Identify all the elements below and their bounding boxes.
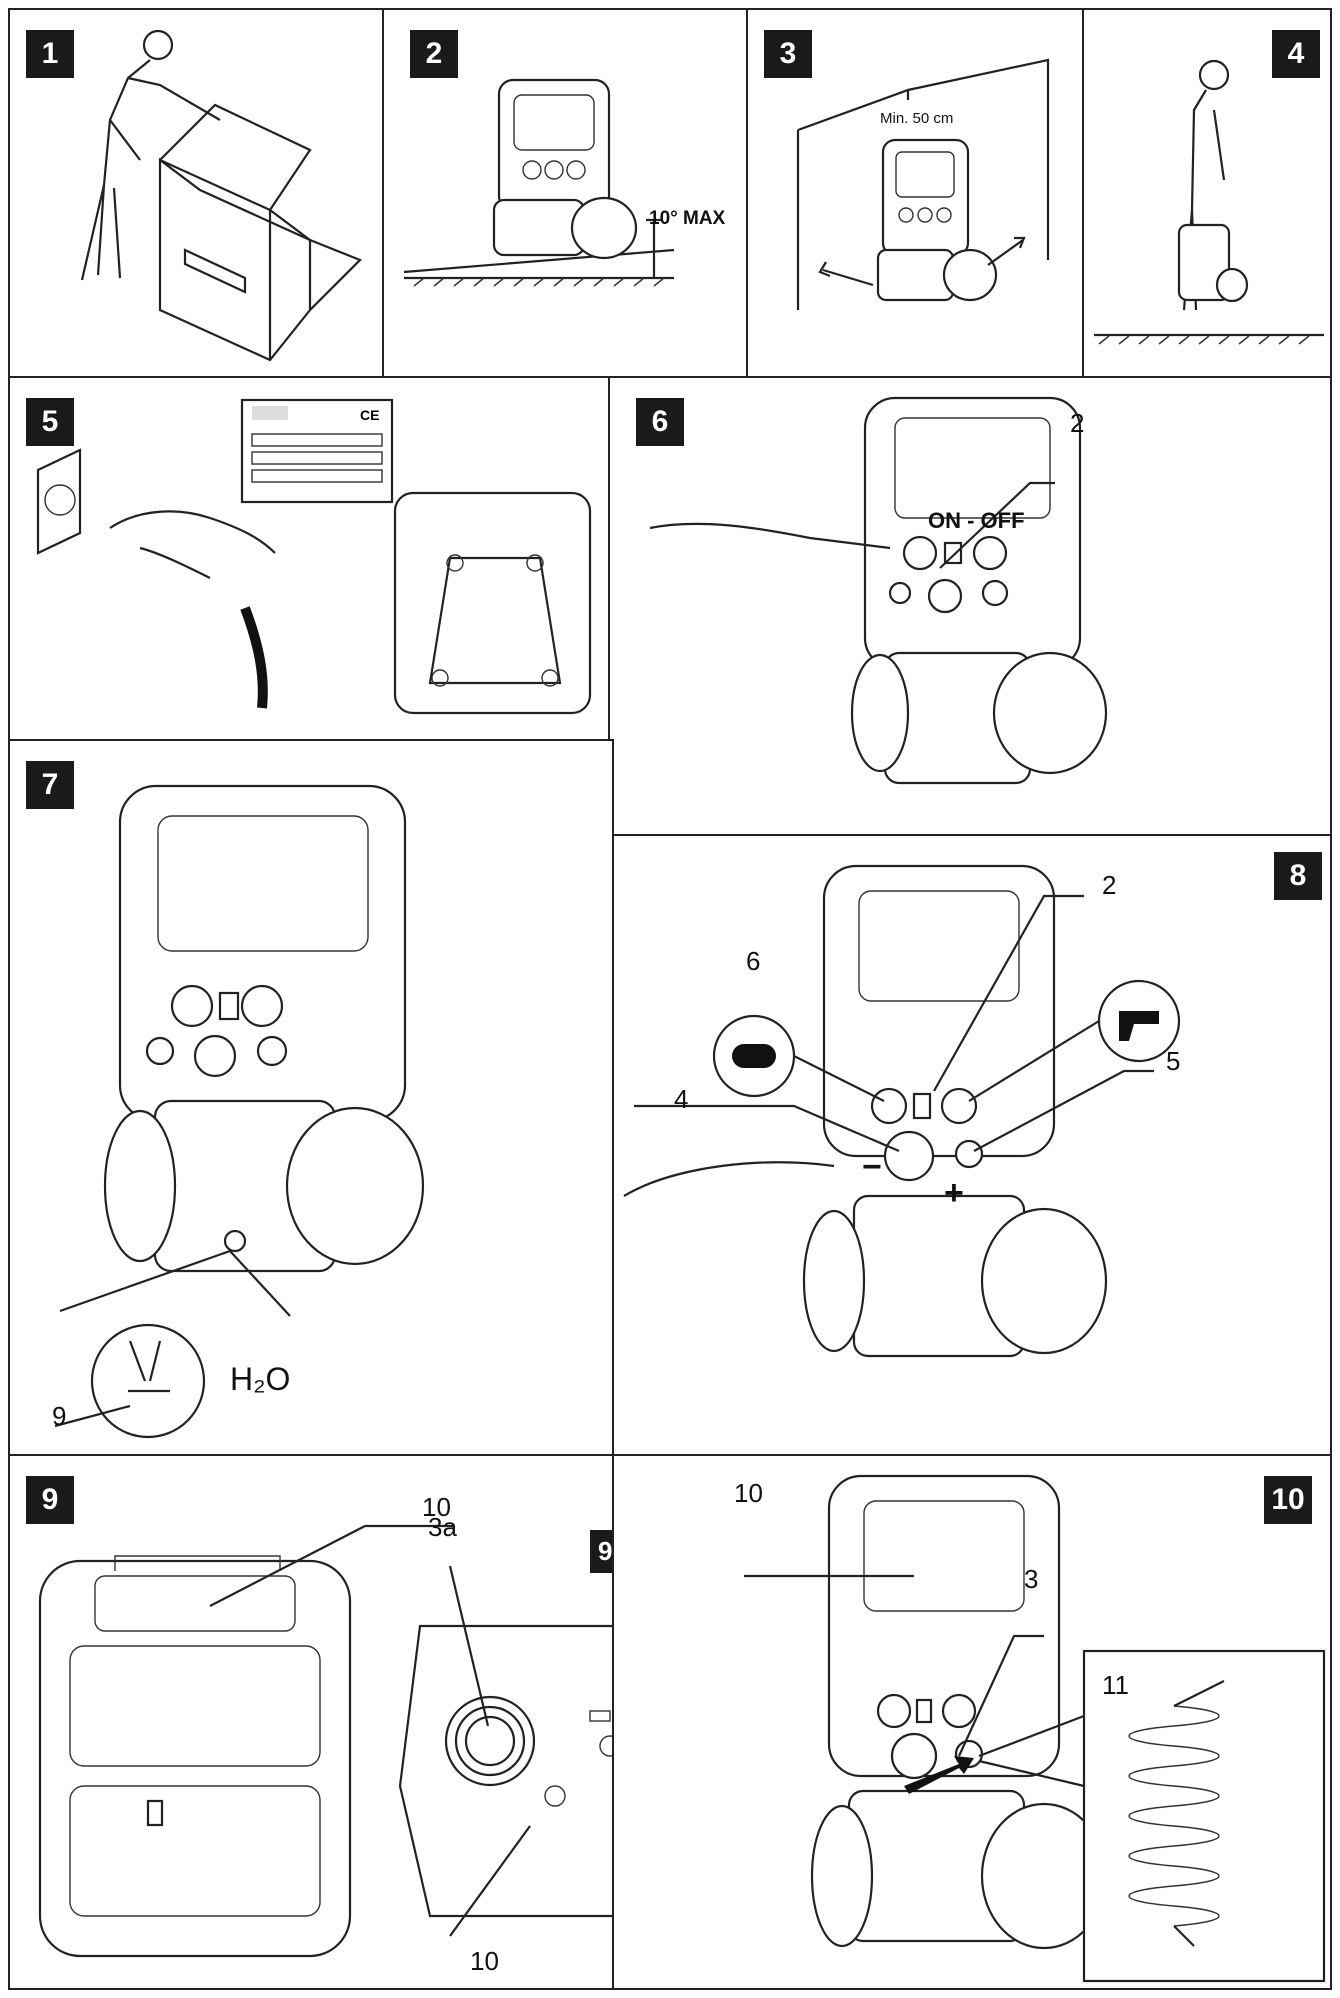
increase-symbol: + (944, 1174, 964, 1212)
callout-10: 10 (470, 1946, 499, 1976)
panel-badge-9a: 9a (590, 1530, 612, 1573)
callout-9: 9 (52, 1401, 67, 1431)
panel-3: 3 Min. 50 cm (746, 8, 1084, 378)
callout-11: 11 (1102, 1670, 1129, 1700)
compressor-drain-valve-illustration (54, 784, 425, 1439)
callout-5: 5 (1166, 1046, 1181, 1076)
clearance-label: Min. 50 cm (880, 110, 954, 127)
panel-2: 2 10° MAX (382, 8, 748, 378)
compressor-hose-storage-illustration (398, 1565, 612, 1937)
power-plug-and-rating-plate-illustration: CE (36, 398, 592, 715)
panel-6: 6 ON - OFF 2 (608, 376, 1332, 836)
panel-10: 10 10 3 11 (612, 1454, 1332, 1990)
callout-6: 6 (746, 946, 761, 976)
callout-3a: 3a (428, 1512, 457, 1542)
callout-2: 2 (1070, 408, 1085, 438)
callout-10: 10 (422, 1492, 451, 1522)
compressor-rear-cover-illustration (38, 1524, 455, 1958)
callout-2: 2 (1102, 870, 1117, 900)
compressor-pressure-regulator-illustration (623, 864, 1181, 1358)
panel-badge: 4 (1272, 30, 1320, 78)
panel-5: 5 CE (8, 376, 610, 741)
panel-1: 1 (8, 8, 384, 378)
panel-9: 9 10 9a 3a 10 (8, 1454, 614, 1990)
panel-7: 7 9 H₂O (8, 739, 614, 1456)
person-unboxing-illustration (80, 29, 362, 362)
panel-badge: 6 (636, 398, 684, 446)
compressor-wall-clearance-illustration (796, 58, 1050, 310)
panel-badge: 10 (1264, 1476, 1312, 1524)
panel-8: 8 2 6 5 4 − + (612, 834, 1332, 1456)
panel-badge: 5 (26, 398, 74, 446)
person-carrying-compressor-illustration (1094, 59, 1324, 345)
panel-badge: 2 (410, 30, 458, 78)
callout-4: 4 (674, 1084, 689, 1114)
panel-badge: 8 (1274, 852, 1322, 900)
compressor-on-slope-illustration (403, 78, 675, 287)
compressor-air-hose-connection-illustration (744, 1474, 1326, 1983)
panel-badge: 9 (26, 1476, 74, 1524)
panel-badge: 1 (26, 30, 74, 78)
callout-10: 10 (734, 1478, 763, 1508)
slope-max-label: 10° MAX (649, 208, 726, 229)
decrease-symbol: − (862, 1148, 882, 1186)
svg-text:CE: CE (360, 407, 379, 423)
water-formula: H₂O (230, 1361, 291, 1397)
switch-label: ON - OFF (928, 508, 1025, 533)
compressor-front-switch-illustration (649, 396, 1108, 785)
callout-3: 3 (1024, 1564, 1039, 1594)
panel-badge: 3 (764, 30, 812, 78)
panel-badge: 7 (26, 761, 74, 809)
panel-4: 4 (1082, 8, 1332, 378)
